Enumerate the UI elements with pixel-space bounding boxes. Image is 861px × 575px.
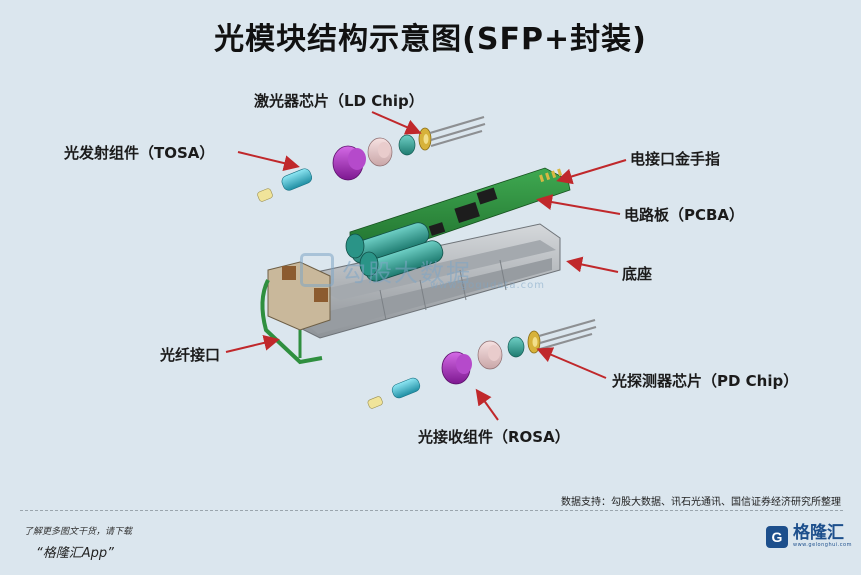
assembled-osa-cylinders [345, 222, 444, 282]
pd-chip-disk [527, 330, 541, 354]
brand-logo: G 格隆汇 www.gelonghui.com [766, 525, 852, 548]
rosa-lens-housing [441, 351, 472, 385]
tosa-isolator [367, 137, 393, 167]
arrow-ld-chip [371, 111, 422, 135]
fiber-port-block [260, 261, 331, 365]
page-title: 光模块结构示意图(SFP+封装) [214, 22, 647, 57]
brand-url: www.gelonghui.com [793, 542, 852, 548]
label-pd-chip: 光探测器芯片（PD Chip） [612, 372, 799, 390]
tosa-exploded-group [257, 115, 486, 202]
arrow-fiber-port [225, 335, 280, 353]
arrow-pcba [536, 194, 621, 215]
watermark: 勾股大数据 www.gogudata.com [300, 246, 600, 294]
footer-app-name: “格隆汇App” [36, 546, 114, 561]
rosa-sleeve [391, 377, 421, 399]
watermark-url: www.gogudata.com [430, 280, 546, 291]
label-base: 底座 [622, 265, 653, 283]
brand-g-icon: G [766, 525, 788, 548]
ld-chip-pins [429, 115, 486, 148]
arrow-tosa [237, 151, 300, 171]
tosa-lens-housing [332, 145, 366, 181]
tosa-ferrule [257, 188, 273, 202]
rosa-isolator [477, 340, 503, 370]
label-fiber-port: 光纤接口 [160, 346, 221, 364]
footer-divider [20, 510, 843, 511]
pd-chip-pins [538, 318, 597, 351]
label-gold-finger: 电接口金手指 [630, 150, 721, 168]
label-ld-chip: 激光器芯片（LD Chip） [254, 92, 424, 110]
callout-arrows [225, 111, 627, 421]
tosa-sleeve [281, 168, 313, 191]
label-rosa: 光接收组件（ROSA） [418, 428, 570, 446]
source-note: 数据支持：勾股大数据、讯石光通讯、国信证券经济研究所整理 [561, 497, 841, 508]
rosa-exploded-group [367, 318, 597, 409]
arrow-gold-finger [556, 159, 627, 185]
arrow-base [566, 256, 619, 273]
arrow-rosa [475, 388, 499, 421]
watermark-logo-icon [300, 253, 334, 287]
ld-chip-disk [418, 127, 432, 151]
rosa-can [507, 336, 525, 358]
watermark-text: 勾股大数据 [342, 258, 472, 287]
tosa-can [398, 134, 416, 156]
rosa-ferrule [367, 396, 383, 409]
footer-download-note: 了解更多图文干货，请下载 [24, 527, 133, 537]
label-tosa: 光发射组件（TOSA） [64, 144, 215, 162]
arrow-pd-chip [536, 347, 607, 379]
brand-name: 格隆汇 [793, 523, 844, 543]
label-pcba: 电路板（PCBA） [624, 206, 745, 224]
